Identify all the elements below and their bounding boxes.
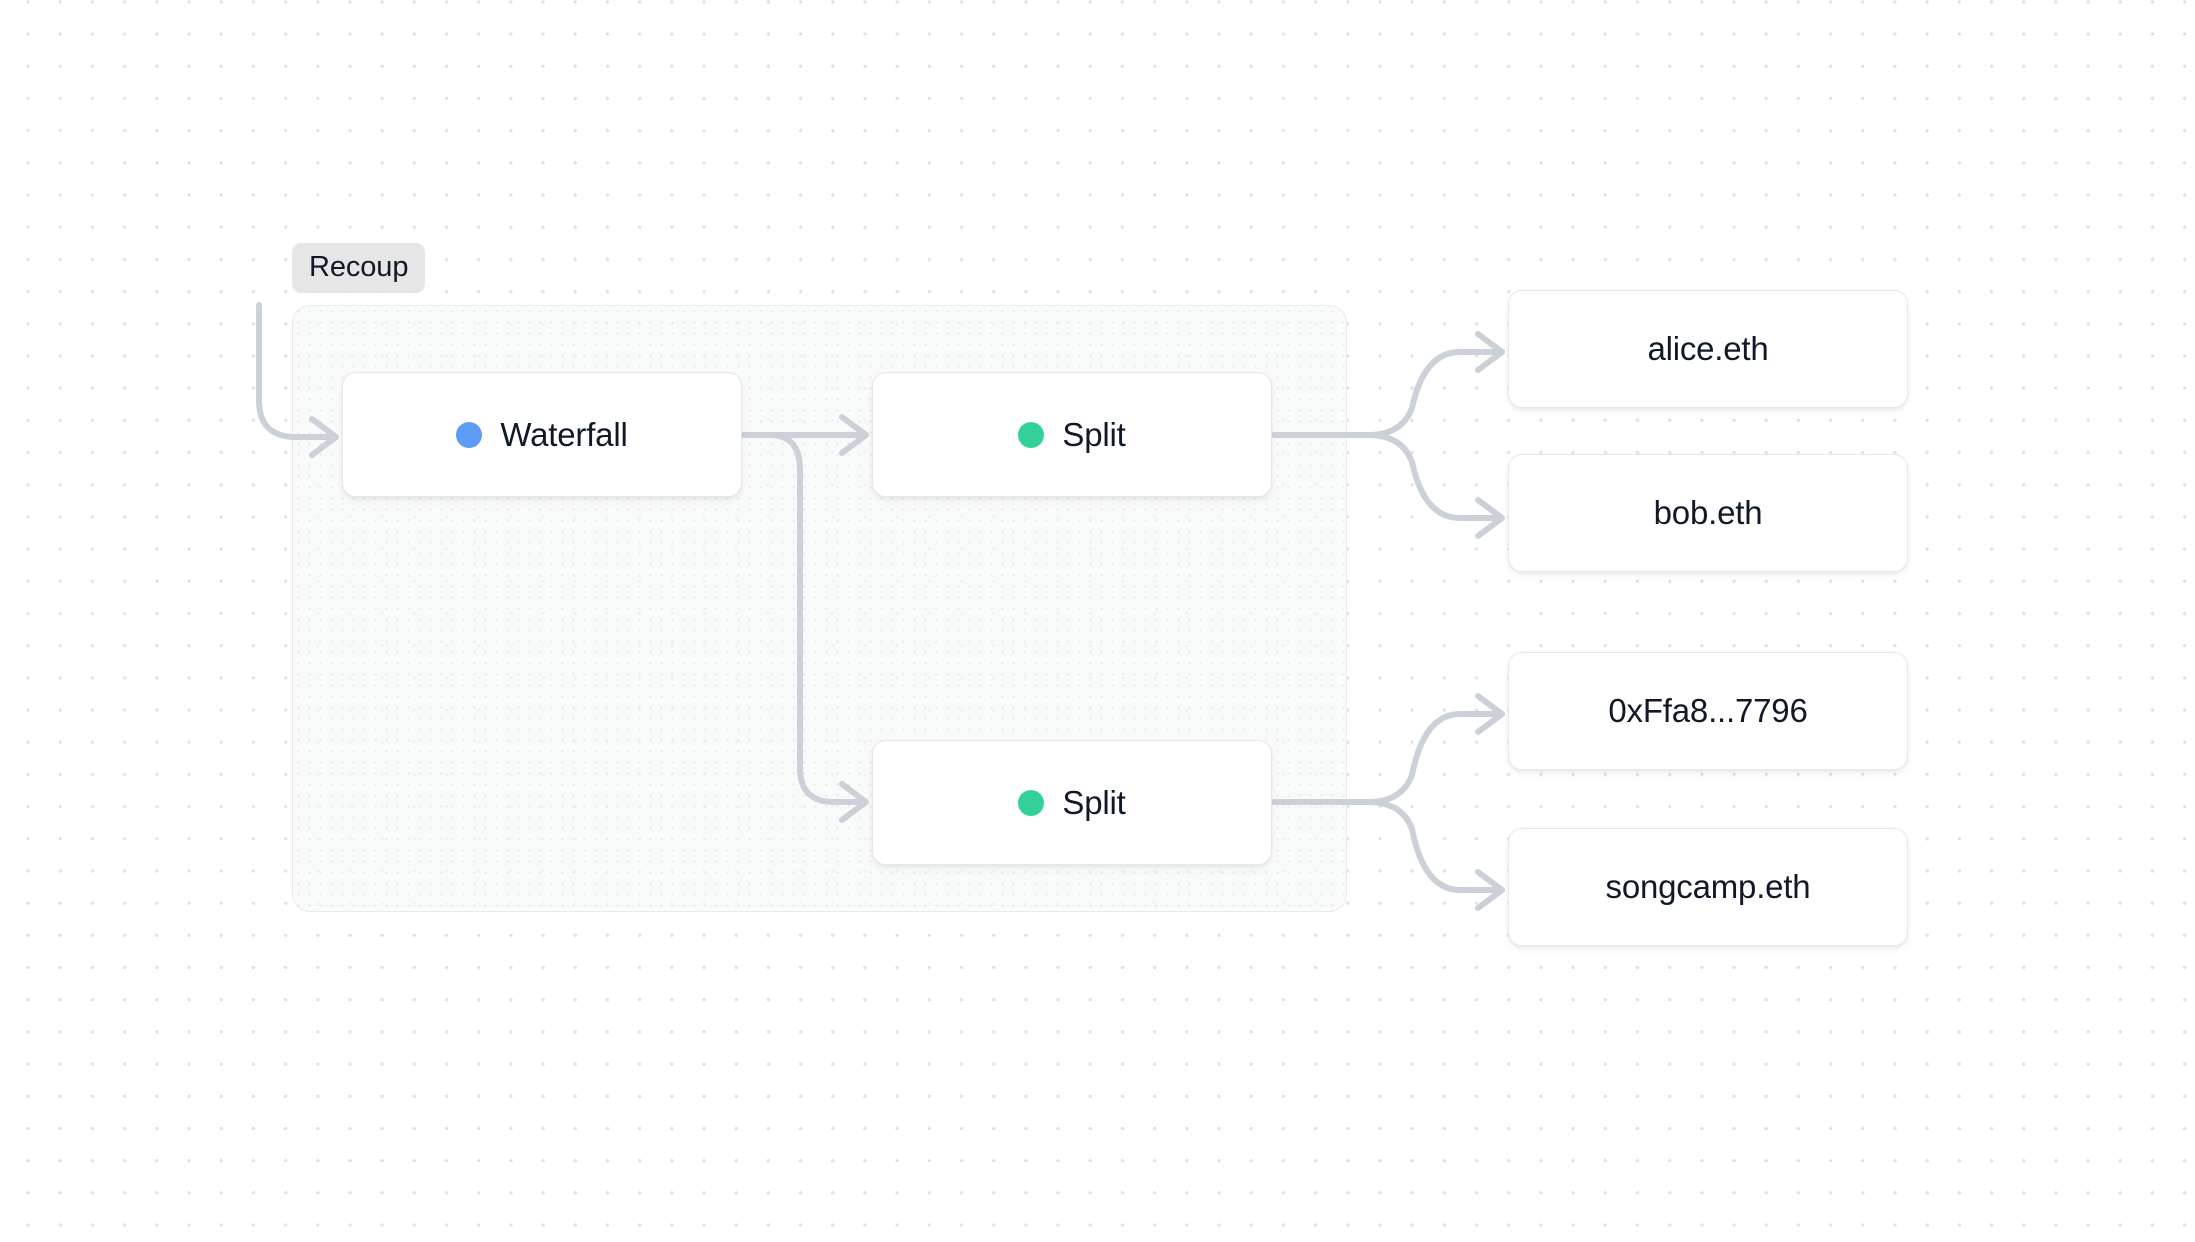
node-waterfall-content: Waterfall (456, 415, 628, 454)
node-split-bottom[interactable]: Split (872, 740, 1272, 865)
node-recipient-address[interactable]: 0xFfa8...7796 (1508, 652, 1908, 770)
recoup-group-label[interactable]: Recoup (292, 243, 426, 293)
node-split-bottom-label: Split (1062, 783, 1126, 821)
waterfall-status-dot-icon (456, 421, 483, 448)
split-top-status-dot-icon (1018, 421, 1045, 448)
node-split-top[interactable]: Split (872, 372, 1272, 497)
node-recipient-songcamp[interactable]: songcamp.eth (1508, 828, 1908, 946)
node-waterfall-label: Waterfall (500, 415, 628, 453)
recipient-label: 0xFfa8...7796 (1608, 692, 1808, 729)
split-bottom-status-dot-icon (1018, 789, 1045, 816)
recipient-label: songcamp.eth (1605, 868, 1811, 905)
recipient-label: alice.eth (1647, 330, 1769, 367)
node-recipient-bob[interactable]: bob.eth (1508, 454, 1908, 572)
node-split-top-content: Split (1018, 415, 1126, 454)
node-split-bottom-content: Split (1018, 783, 1126, 822)
node-waterfall[interactable]: Waterfall (342, 372, 742, 497)
node-recipient-alice[interactable]: alice.eth (1508, 290, 1908, 408)
node-split-top-label: Split (1062, 415, 1126, 453)
recipient-label: bob.eth (1653, 494, 1763, 531)
